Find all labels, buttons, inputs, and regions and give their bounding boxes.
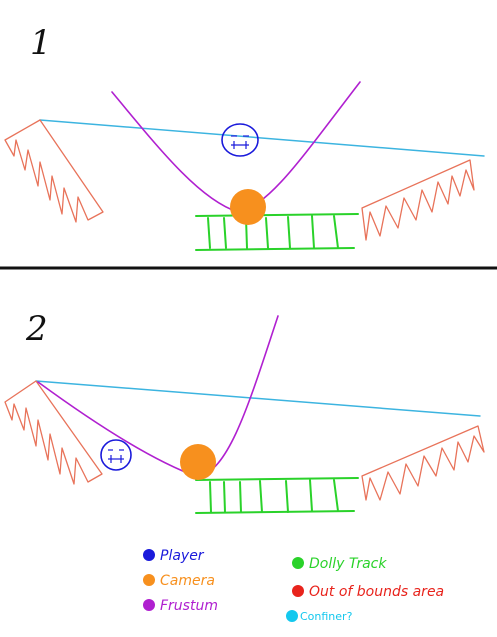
- camera: [180, 444, 216, 480]
- camera: [230, 189, 266, 225]
- legend-label: Confiner?: [300, 610, 353, 623]
- legend-label: Out of bounds area: [309, 584, 444, 600]
- panel-2-number: 2: [25, 309, 48, 349]
- panel-1-number: 1: [30, 23, 52, 63]
- dolly-track: [195, 213, 359, 251]
- out-of-bounds-right: [361, 159, 475, 241]
- legend-item-frustum: Frustum: [143, 598, 218, 614]
- legend-label: Player: [160, 548, 205, 564]
- legend-item-out-of-bounds: Out of bounds area: [292, 584, 444, 600]
- legend: Player Camera Frustum Dolly Track Out of…: [143, 548, 444, 623]
- legend-item-player: Player: [143, 548, 205, 564]
- legend-label: Frustum: [160, 598, 218, 614]
- dolly-track: [195, 477, 359, 514]
- out-of-bounds-left: [4, 380, 103, 485]
- panel-1: 1: [4, 23, 485, 251]
- confiner-line: [39, 119, 485, 157]
- out-of-bounds-left: [4, 119, 104, 223]
- frustum: [111, 81, 361, 213]
- panel-2: 2: [4, 309, 485, 514]
- legend-item-camera: Camera: [143, 573, 215, 589]
- confiner-line: [35, 380, 481, 417]
- out-of-bounds-right: [361, 425, 485, 501]
- legend-item-dolly-track: Dolly Track: [292, 556, 387, 572]
- legend-label: Camera: [160, 573, 215, 589]
- player: [100, 439, 132, 471]
- legend-label: Dolly Track: [309, 556, 387, 572]
- player: [221, 123, 259, 157]
- legend-item-confiner: Confiner?: [286, 610, 353, 623]
